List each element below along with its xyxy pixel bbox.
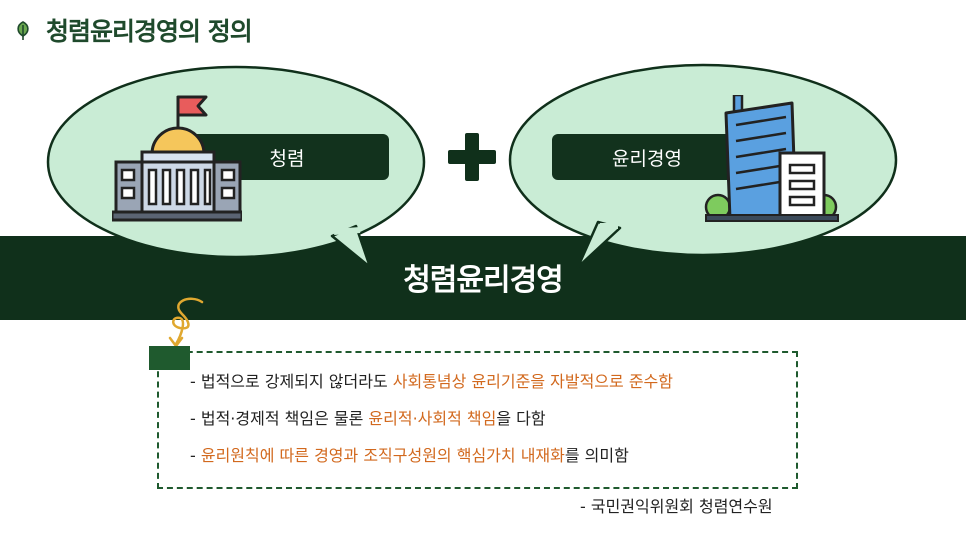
leaf-icon xyxy=(17,21,29,40)
source-citation: - 국민권익위원회 청렴연수원 xyxy=(580,497,773,516)
definition-list: - 법적으로 강제되지 않더라도 사회통념상 윤리기준을 자발적으로 준수함 -… xyxy=(190,370,673,481)
definition-item: - 법적으로 강제되지 않더라도 사회통념상 윤리기준을 자발적으로 준수함 xyxy=(190,372,673,391)
government-building-icon xyxy=(112,95,242,222)
page-title: 청렴윤리경영의 정의 xyxy=(46,17,253,46)
definition-box xyxy=(157,351,798,489)
ethics-management-label: 윤리경영 xyxy=(552,134,742,180)
definition-item: - 법적·경제적 책임은 물론 윤리적·사회적 책임을 다함 xyxy=(190,409,546,428)
box-tab xyxy=(149,346,190,370)
banner-title: 청렴윤리경영 xyxy=(403,263,564,298)
integrity-label: 청렴 xyxy=(185,134,389,180)
definition-item: - 윤리원칙에 따른 경영과 조직구성원의 핵심가치 내재화를 의미함 xyxy=(190,446,629,465)
plus-icon xyxy=(448,133,496,181)
office-building-icon xyxy=(704,95,839,222)
